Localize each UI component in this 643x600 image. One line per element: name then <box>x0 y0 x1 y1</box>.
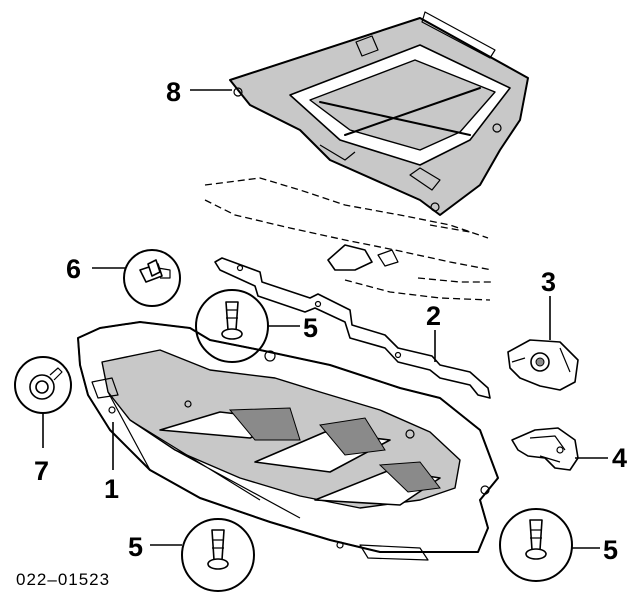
part-3-clip <box>507 339 579 391</box>
part-8-upper-shield <box>229 11 529 216</box>
part-7-grommet <box>14 356 72 414</box>
callout-7: 7 <box>34 456 49 486</box>
callout-4: 4 <box>612 443 627 473</box>
callout-8: 8 <box>166 77 181 107</box>
callout-5-lower-left: 5 <box>128 532 143 562</box>
callout-6: 6 <box>66 254 81 284</box>
part-6-bolt <box>123 249 181 307</box>
diagram-code: 022–01523 <box>16 570 110 589</box>
part-1-underbody-shield <box>77 321 499 561</box>
callout-5-lower-right: 5 <box>603 535 618 565</box>
callout-1: 1 <box>104 474 119 504</box>
callout-3: 3 <box>541 267 556 297</box>
part-5-fastener-lower-right <box>499 508 573 582</box>
part-5-fastener-lower-left <box>181 518 255 592</box>
leader-lines <box>42 89 608 549</box>
part-2-bracket <box>214 257 491 399</box>
callout-2: 2 <box>426 301 441 331</box>
callout-5-upper: 5 <box>303 313 318 343</box>
part-4-clip <box>511 427 579 471</box>
engine-reference-outline <box>204 177 493 301</box>
